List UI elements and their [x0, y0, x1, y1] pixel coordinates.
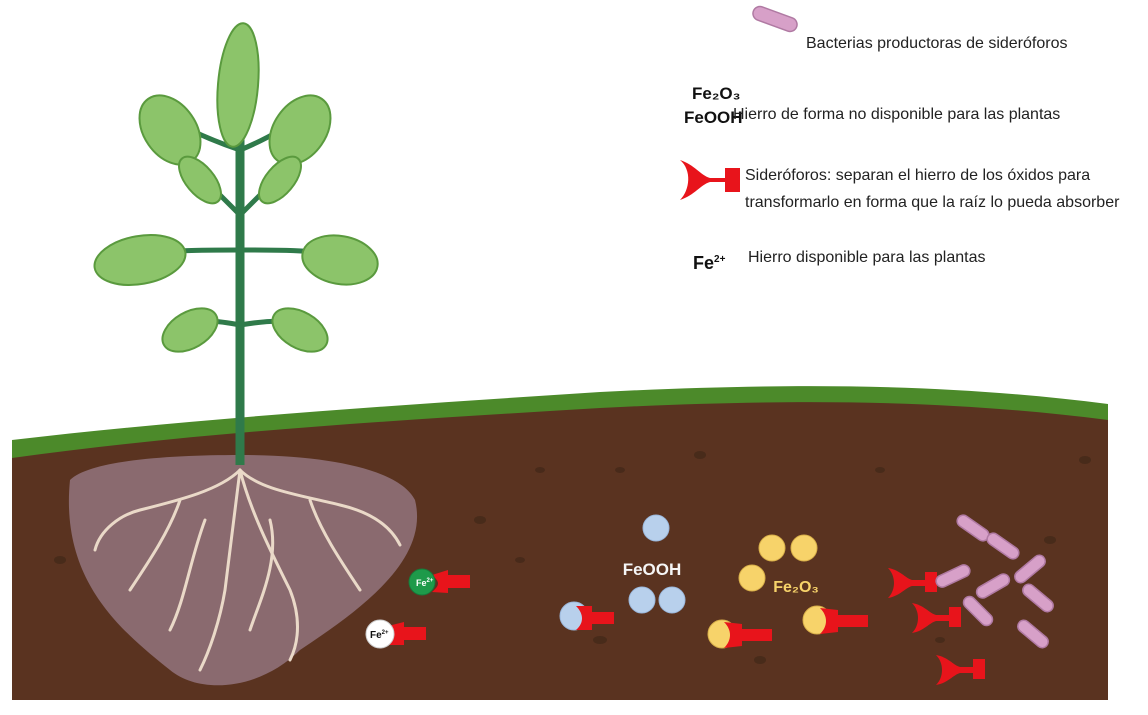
fe-charge: 2+: [714, 254, 725, 265]
soil-fe2o3-label: Fe₂O₃: [773, 579, 819, 596]
legend-available-iron: Hierro disponible para las plantas: [748, 248, 985, 268]
legend-siderophore-line2: transformarlo en forma que la raíz lo pu…: [745, 189, 1119, 216]
soil-feooh-label: FeOOH: [623, 560, 682, 579]
legend-available-iron-symbol: Fe2+: [693, 250, 725, 275]
fe2o3-formula: Fe₂O₃: [692, 82, 743, 106]
legend-bacteria: Bacterias productoras de sideróforos: [806, 34, 1067, 54]
legend-oxides-label: Hierro de forma no disponible para las p…: [733, 106, 1060, 123]
legend-siderophore: Sideróforos: separan el hierro de los óx…: [745, 162, 1119, 216]
legend-bacteria-label: Bacterias productoras de sideróforos: [806, 35, 1067, 52]
bacteria-legend-icon: [751, 5, 799, 34]
legend-available-iron-label: Hierro disponible para las plantas: [748, 249, 985, 266]
fe-symbol: Fe: [693, 253, 714, 273]
siderophore-legend-icon: [680, 160, 740, 200]
legend-siderophore-line1: Sideróforos: separan el hierro de los óx…: [745, 162, 1119, 189]
legend-oxides: Hierro de forma no disponible para las p…: [733, 105, 1060, 125]
